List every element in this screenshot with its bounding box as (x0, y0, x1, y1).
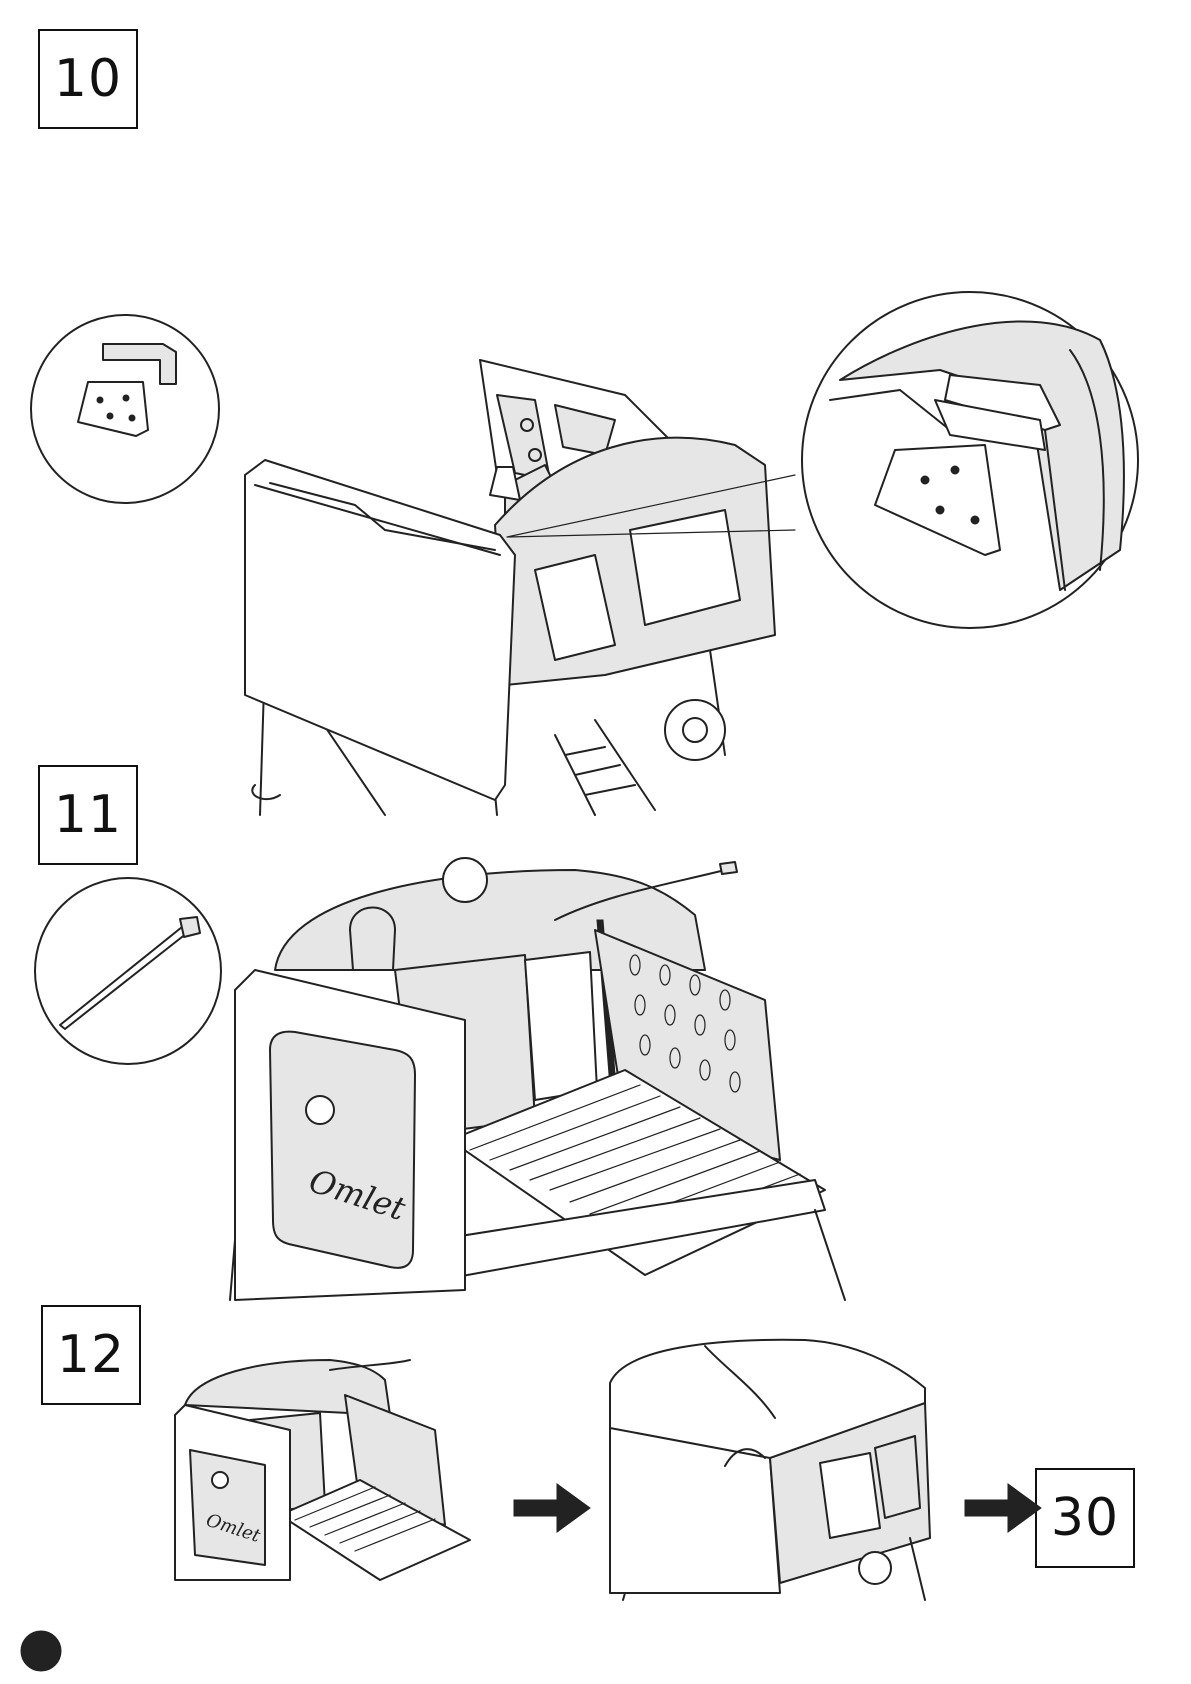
arrow-right-icon (512, 1480, 592, 1536)
cable-tie-icon (32, 875, 224, 1067)
step-number-12: 12 (41, 1305, 141, 1405)
step-12-closed-coop (605, 1338, 935, 1600)
step-12-open-coop: Omlet (170, 1355, 510, 1585)
step-number-10: 10 (38, 29, 138, 129)
bracket-detail-icon (28, 312, 222, 506)
bracket-magnified-detail (800, 290, 1140, 630)
arrow-right-icon-2 (963, 1480, 1043, 1536)
step-number-11: 11 (38, 765, 138, 865)
step-11-coop-illustration: Omlet (225, 860, 875, 1300)
step-10-coop-illustration (235, 355, 795, 820)
page-dot-icon (20, 1630, 62, 1672)
next-page-reference: 30 (1035, 1468, 1135, 1568)
